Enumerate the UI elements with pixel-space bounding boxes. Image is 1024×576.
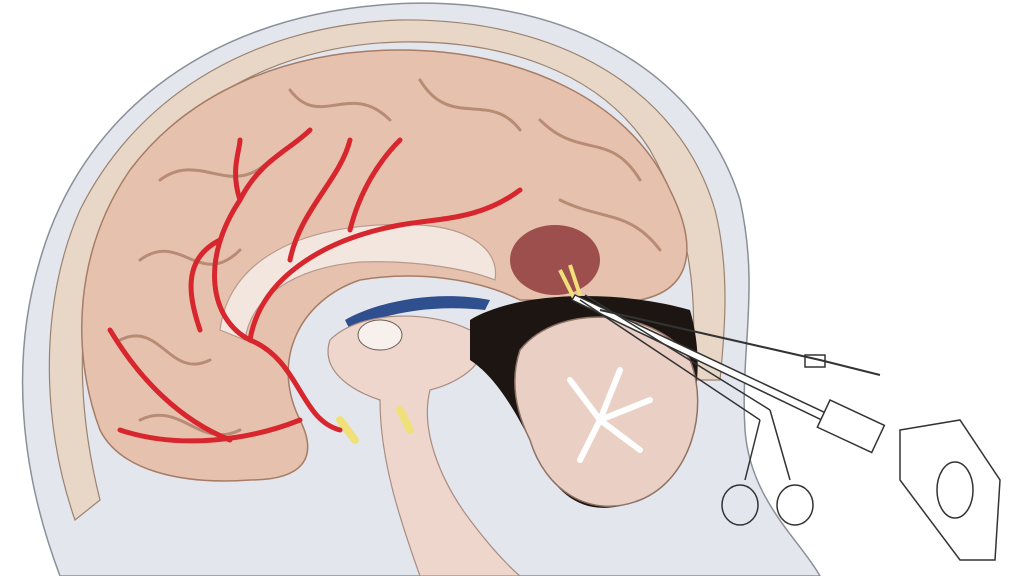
- surgical-scissors-icon: [579, 294, 881, 526]
- pituitary-nerve: [336, 406, 414, 444]
- tumor: [510, 225, 600, 295]
- nerve: [558, 264, 582, 301]
- thalamus: [357, 319, 403, 351]
- arteries: [107, 127, 523, 444]
- brain-folds: [118, 78, 662, 437]
- brainstem: [327, 315, 521, 576]
- cerebellum-arbor: [567, 367, 653, 463]
- cerebrum: [81, 49, 688, 482]
- ventricle: [345, 296, 490, 330]
